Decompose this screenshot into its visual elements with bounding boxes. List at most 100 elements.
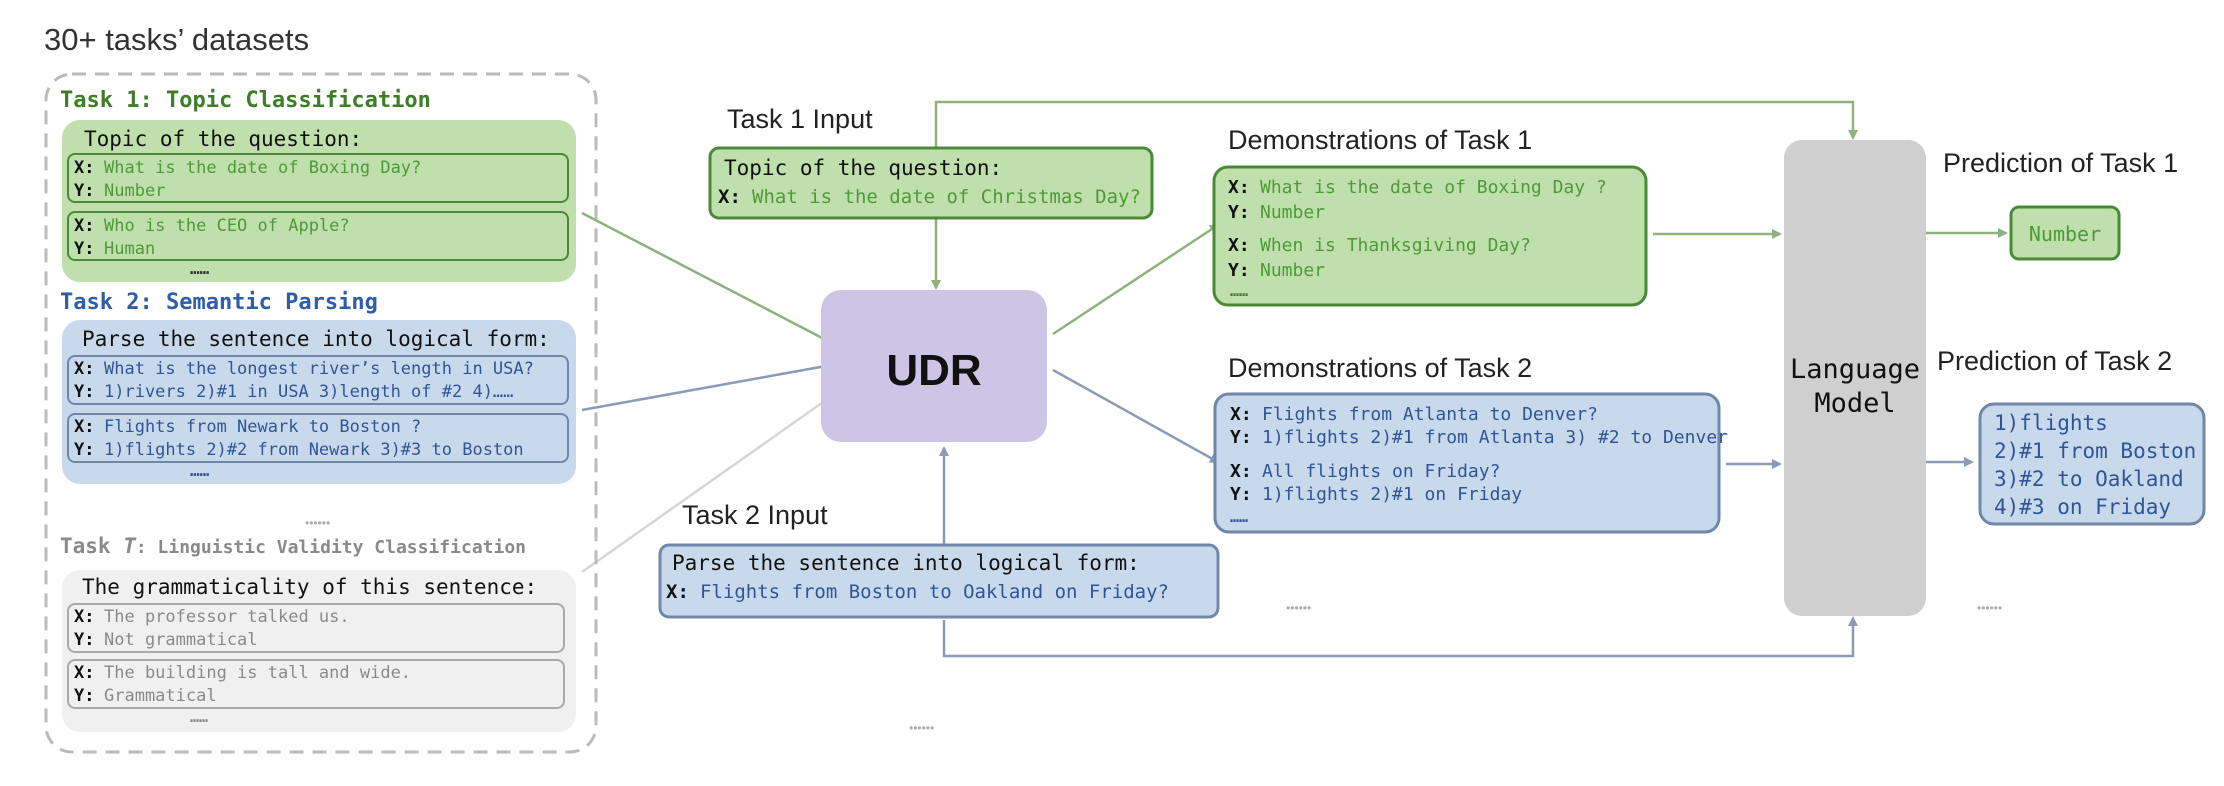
demo1-more: …… bbox=[1230, 282, 1248, 300]
input1-to-lm-arrow bbox=[934, 100, 1858, 148]
taskT-title: Task T: Linguistic Validity Classificati… bbox=[60, 534, 526, 558]
task2-example-y: 1)flights 2)#2 from Newark 3)#3 to Bosto… bbox=[104, 440, 524, 460]
task1-example-x: Who is the CEO of Apple? bbox=[104, 216, 350, 236]
task2-input-prompt: Parse the sentence into logical form: bbox=[672, 551, 1140, 575]
task2-example-x: Flights from Newark to Boston ? bbox=[104, 417, 421, 437]
x-label: X: bbox=[1228, 177, 1250, 198]
datasets-dashed-frame bbox=[44, 72, 598, 754]
task2-prompt: Parse the sentence into logical form: bbox=[82, 327, 550, 351]
taskT-prompt: The grammaticality of this sentence: bbox=[82, 575, 537, 599]
tasks-ellipsis: •••••• bbox=[305, 516, 330, 530]
x-label: X: bbox=[74, 158, 94, 178]
taskT-to-udr-line bbox=[581, 398, 827, 574]
y-label: Y: bbox=[74, 239, 94, 259]
task1-input-x: What is the date of Christmas Day? bbox=[752, 186, 1141, 208]
y-label: Y: bbox=[1230, 484, 1252, 505]
datasets-title: 30+ tasks’ datasets bbox=[44, 22, 309, 57]
udr-label: UDR bbox=[886, 346, 981, 395]
demo1-label: Demonstrations of Task 1 bbox=[1228, 125, 1532, 155]
right-dots: •••••• bbox=[1977, 601, 2002, 615]
task1-to-udr-line bbox=[581, 211, 827, 342]
x-label: X: bbox=[666, 581, 689, 603]
taskT-more: …… bbox=[190, 708, 208, 726]
x-label: X: bbox=[74, 663, 94, 683]
input2-to-lm-arrow bbox=[942, 616, 1858, 658]
x-label: X: bbox=[1230, 404, 1252, 425]
task2-to-udr-line bbox=[581, 364, 827, 412]
y-label: Y: bbox=[1230, 427, 1252, 448]
x-label: X: bbox=[718, 186, 741, 208]
demo1-example-x: What is the date of Boxing Day ? bbox=[1260, 177, 1607, 198]
taskT-title-prefix: Task bbox=[60, 534, 123, 558]
demo2-example-x: Flights from Atlanta to Denver? bbox=[1262, 404, 1598, 425]
prediction2-label: Prediction of Task 2 bbox=[1937, 346, 2172, 376]
y-label: Y: bbox=[74, 382, 94, 402]
prediction2-line: 4)#3 on Friday bbox=[1994, 495, 2171, 519]
taskT-example-card bbox=[67, 659, 565, 709]
demo2-example-y: 1)flights 2)#1 on Friday bbox=[1262, 484, 1522, 505]
x-label: X: bbox=[74, 216, 94, 236]
taskT-title-suffix: : Linguistic Validity Classification bbox=[136, 537, 526, 558]
y-label: Y: bbox=[74, 686, 94, 706]
x-label: X: bbox=[74, 359, 94, 379]
demo1: Demonstrations of Task 1 X: What is the … bbox=[1212, 125, 1648, 307]
task2-input-x: Flights from Boston to Oakland on Friday… bbox=[700, 581, 1169, 603]
connectors bbox=[581, 100, 2008, 658]
language-model-line1: Language bbox=[1790, 354, 1920, 385]
y-label: Y: bbox=[74, 181, 94, 201]
y-label: Y: bbox=[1228, 202, 1250, 223]
task1-input-box bbox=[708, 146, 1154, 220]
task2-title: Task 2: Semantic Parsing bbox=[60, 290, 378, 315]
demo1-example-y: Number bbox=[1260, 260, 1325, 281]
demo2: Demonstrations of Task 2 X: Flights from… bbox=[1213, 353, 1728, 534]
task1-dataset: Task 1: Topic Classification Topic of th… bbox=[60, 88, 576, 282]
udr-module: UDR bbox=[821, 290, 1047, 442]
x-label: X: bbox=[74, 607, 94, 627]
prediction1-value: Number bbox=[2029, 222, 2101, 246]
prediction2-line: 3)#2 to Oakland bbox=[1994, 467, 2184, 491]
task1-example-y: Human bbox=[104, 239, 155, 259]
udr-box bbox=[821, 290, 1047, 442]
task2-panel bbox=[62, 320, 576, 484]
task2-more: …… bbox=[190, 461, 210, 480]
demo2-more: …… bbox=[1230, 508, 1248, 526]
udr-to-demo1-arrow bbox=[1052, 223, 1220, 336]
task1-example-y: Number bbox=[104, 181, 165, 201]
x-label: X: bbox=[1230, 461, 1252, 482]
x-label: X: bbox=[74, 417, 94, 437]
demo2-box bbox=[1213, 392, 1721, 534]
task2-dataset: Task 2: Semantic Parsing Parse the sente… bbox=[60, 290, 576, 484]
task1-input-prompt: Topic of the question: bbox=[724, 156, 1002, 180]
taskT-title-var: T bbox=[123, 534, 137, 558]
task1-example-x: What is the date of Boxing Day? bbox=[104, 158, 421, 178]
demo2-example-y: 1)flights 2)#1 from Atlanta 3) #2 to Den… bbox=[1262, 427, 1728, 448]
task1-title: Task 1: Topic Classification bbox=[60, 88, 431, 113]
prediction1-box bbox=[2009, 205, 2121, 261]
task2-input-label: Task 2 Input bbox=[682, 500, 828, 530]
prediction2: Prediction of Task 2 1)flights 2)#1 from… bbox=[1937, 346, 2206, 526]
task1-example-card bbox=[67, 153, 569, 203]
demo1-example-x: When is Thanksgiving Day? bbox=[1260, 235, 1531, 256]
demo1-example-y: Number bbox=[1260, 202, 1325, 223]
bottom-dots: •••••• bbox=[909, 721, 934, 735]
prediction2-box bbox=[1978, 402, 2206, 526]
task1-more: …… bbox=[190, 259, 210, 278]
prediction2-line: 1)flights bbox=[1994, 411, 2108, 435]
task1-input: Task 1 Input Topic of the question: X: W… bbox=[708, 104, 1154, 220]
language-model: Language Model bbox=[1784, 140, 1926, 616]
taskT-example-y: Not grammatical bbox=[104, 630, 258, 650]
y-label: Y: bbox=[1228, 260, 1250, 281]
language-model-box bbox=[1784, 140, 1926, 616]
task1-example-card bbox=[67, 211, 569, 261]
taskT-example-card bbox=[67, 603, 565, 653]
task2-input-box bbox=[658, 543, 1220, 619]
task2-input: Task 2 Input Parse the sentence into log… bbox=[658, 500, 1220, 619]
taskT-dataset: Task T: Linguistic Validity Classificati… bbox=[60, 534, 576, 732]
prediction1-label: Prediction of Task 1 bbox=[1943, 148, 2178, 178]
language-model-line2: Model bbox=[1814, 388, 1895, 419]
udr-to-demo2-arrow bbox=[1052, 368, 1220, 464]
task2-example-card bbox=[67, 413, 569, 463]
task2-example-y: 1)rivers 2)#1 in USA 3)length of #2 4)…… bbox=[104, 382, 513, 402]
prediction2-line: 2)#1 from Boston bbox=[1994, 439, 2196, 463]
